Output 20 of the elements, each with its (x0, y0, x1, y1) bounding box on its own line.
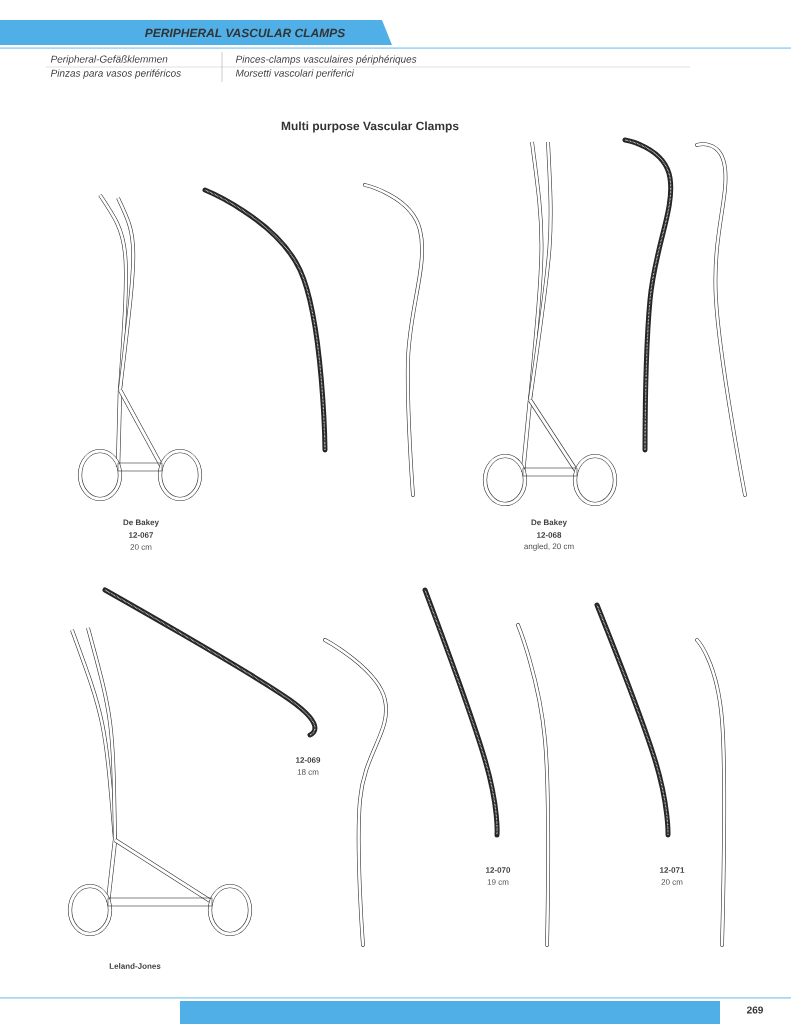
product-label: De Bakey (531, 519, 567, 527)
product-size: angled, 20 cm (524, 543, 574, 551)
page-number: 269 (747, 1006, 763, 1014)
product-size: 20 cm (661, 879, 683, 885)
title-banner: PERIPHERAL VASCULAR CLAMPS (0, 20, 392, 45)
subtitle: Peripheral-Gefäßklemmen (50, 55, 168, 65)
product-size: 20 cm (130, 544, 152, 550)
product-label: 12-071 (660, 867, 685, 873)
subtitle: Pinzas para vasos periféricos (50, 69, 181, 79)
product-label: Leland-Jones (109, 963, 161, 969)
section-heading: Multi purpose Vascular Clamps (281, 121, 459, 133)
product-size: 18 cm (297, 769, 319, 775)
product-label: 12-070 (486, 867, 511, 873)
product-label: 12-068 (537, 532, 562, 538)
subtitle: Morsetti vascolari periferici (235, 69, 355, 79)
product-label: De Bakey (123, 519, 159, 527)
product-label: 12-069 (296, 757, 321, 763)
subtitle: Pinces-clamps vasculaires périphériques (235, 55, 417, 65)
product-size: 19 cm (487, 879, 509, 885)
product-label: 12-067 (129, 532, 154, 538)
